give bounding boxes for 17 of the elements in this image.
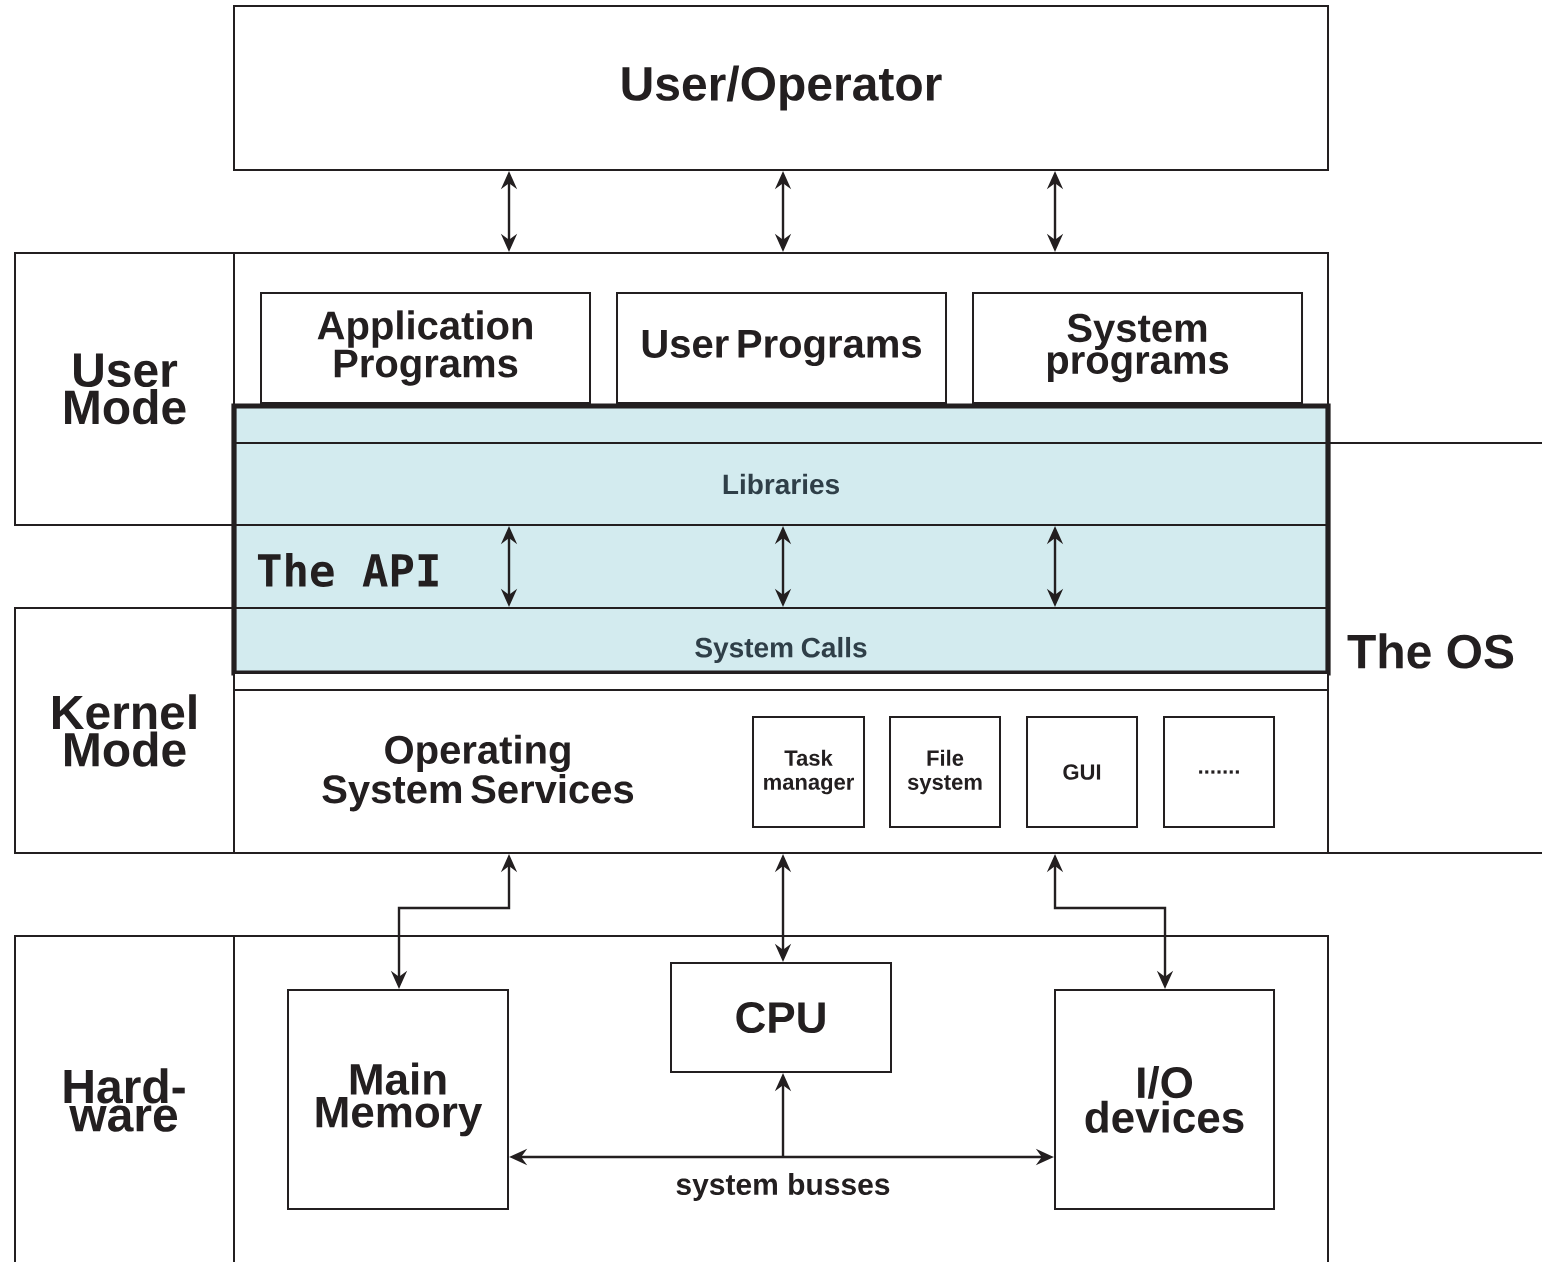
- program-box: System programs: [972, 292, 1303, 404]
- mode-box: Kernel Mode: [14, 607, 235, 854]
- hardware-part-box: I/O devices: [1054, 989, 1275, 1210]
- service-box: GUI: [1026, 716, 1138, 828]
- hardware-part-box: Main Memory: [287, 989, 509, 1210]
- service-box: Task manager: [752, 716, 865, 828]
- mode-box: Hard- ware: [14, 935, 235, 1262]
- program-box: Application Programs: [260, 292, 591, 404]
- service-box: File system: [889, 716, 1001, 828]
- layer-band: Libraries: [233, 442, 1329, 526]
- program-box: User Programs: [616, 292, 947, 404]
- mode-box: User Mode: [14, 252, 235, 526]
- side-label: The OS: [1347, 633, 1514, 669]
- edge-label: system busses: [673, 1171, 893, 1203]
- service-box: .......: [1163, 716, 1275, 828]
- actor-box: User/Operator: [233, 5, 1329, 171]
- hardware-part-box: CPU: [670, 962, 892, 1073]
